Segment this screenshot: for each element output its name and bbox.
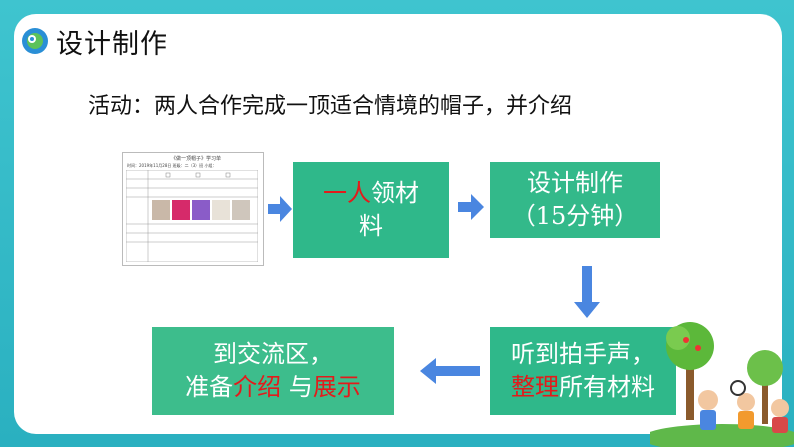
worksheet-title: 《做一顶帽子》学习单	[171, 156, 222, 162]
step-tidy-up: 听到拍手声， 整理所有材料	[490, 327, 676, 415]
page-title: 设计制作	[56, 29, 168, 60]
highlight-one-person: 一人	[323, 179, 371, 207]
worksheet-image: 《做一顶帽子》学习单 时间：2019年11月28日 班级：二（3）班 小组：	[122, 152, 264, 266]
worksheet-date: 时间：2019年11月28日 班级：二（3）班 小组：	[127, 163, 217, 168]
activity-text: 活动：两人合作完成一顶适合情境的帽子，并介绍	[88, 94, 573, 119]
step4-prefix: 准备	[185, 373, 234, 401]
step4-text: 到交流区，	[212, 340, 333, 368]
step1-text: 领材	[371, 179, 419, 207]
arrow-right-icon-1	[268, 196, 292, 222]
logo-icon	[22, 28, 48, 54]
step-present: 到交流区， 准备介绍 与展示	[152, 327, 394, 415]
highlight-tidy: 整理	[511, 373, 559, 401]
step4-middle: 与	[281, 373, 313, 401]
arrow-right-icon-2	[458, 194, 484, 220]
kids-illustration	[650, 322, 794, 447]
step-get-materials: 一人领材 料	[293, 162, 449, 258]
step-design: 设计制作 （15分钟）	[490, 162, 660, 238]
worksheet-table	[126, 170, 258, 262]
arrow-left-icon	[420, 358, 480, 384]
highlight-introduce: 介绍	[233, 373, 282, 401]
highlight-show: 展示	[312, 373, 361, 401]
step1-text-2: 料	[359, 212, 383, 240]
step2-text: 设计制作	[526, 169, 623, 197]
arrow-down-icon	[574, 266, 600, 318]
step2-time: （15分钟）	[511, 202, 639, 230]
step3-text: 听到拍手声，	[511, 340, 655, 368]
step3-text-2: 所有材料	[559, 373, 655, 401]
